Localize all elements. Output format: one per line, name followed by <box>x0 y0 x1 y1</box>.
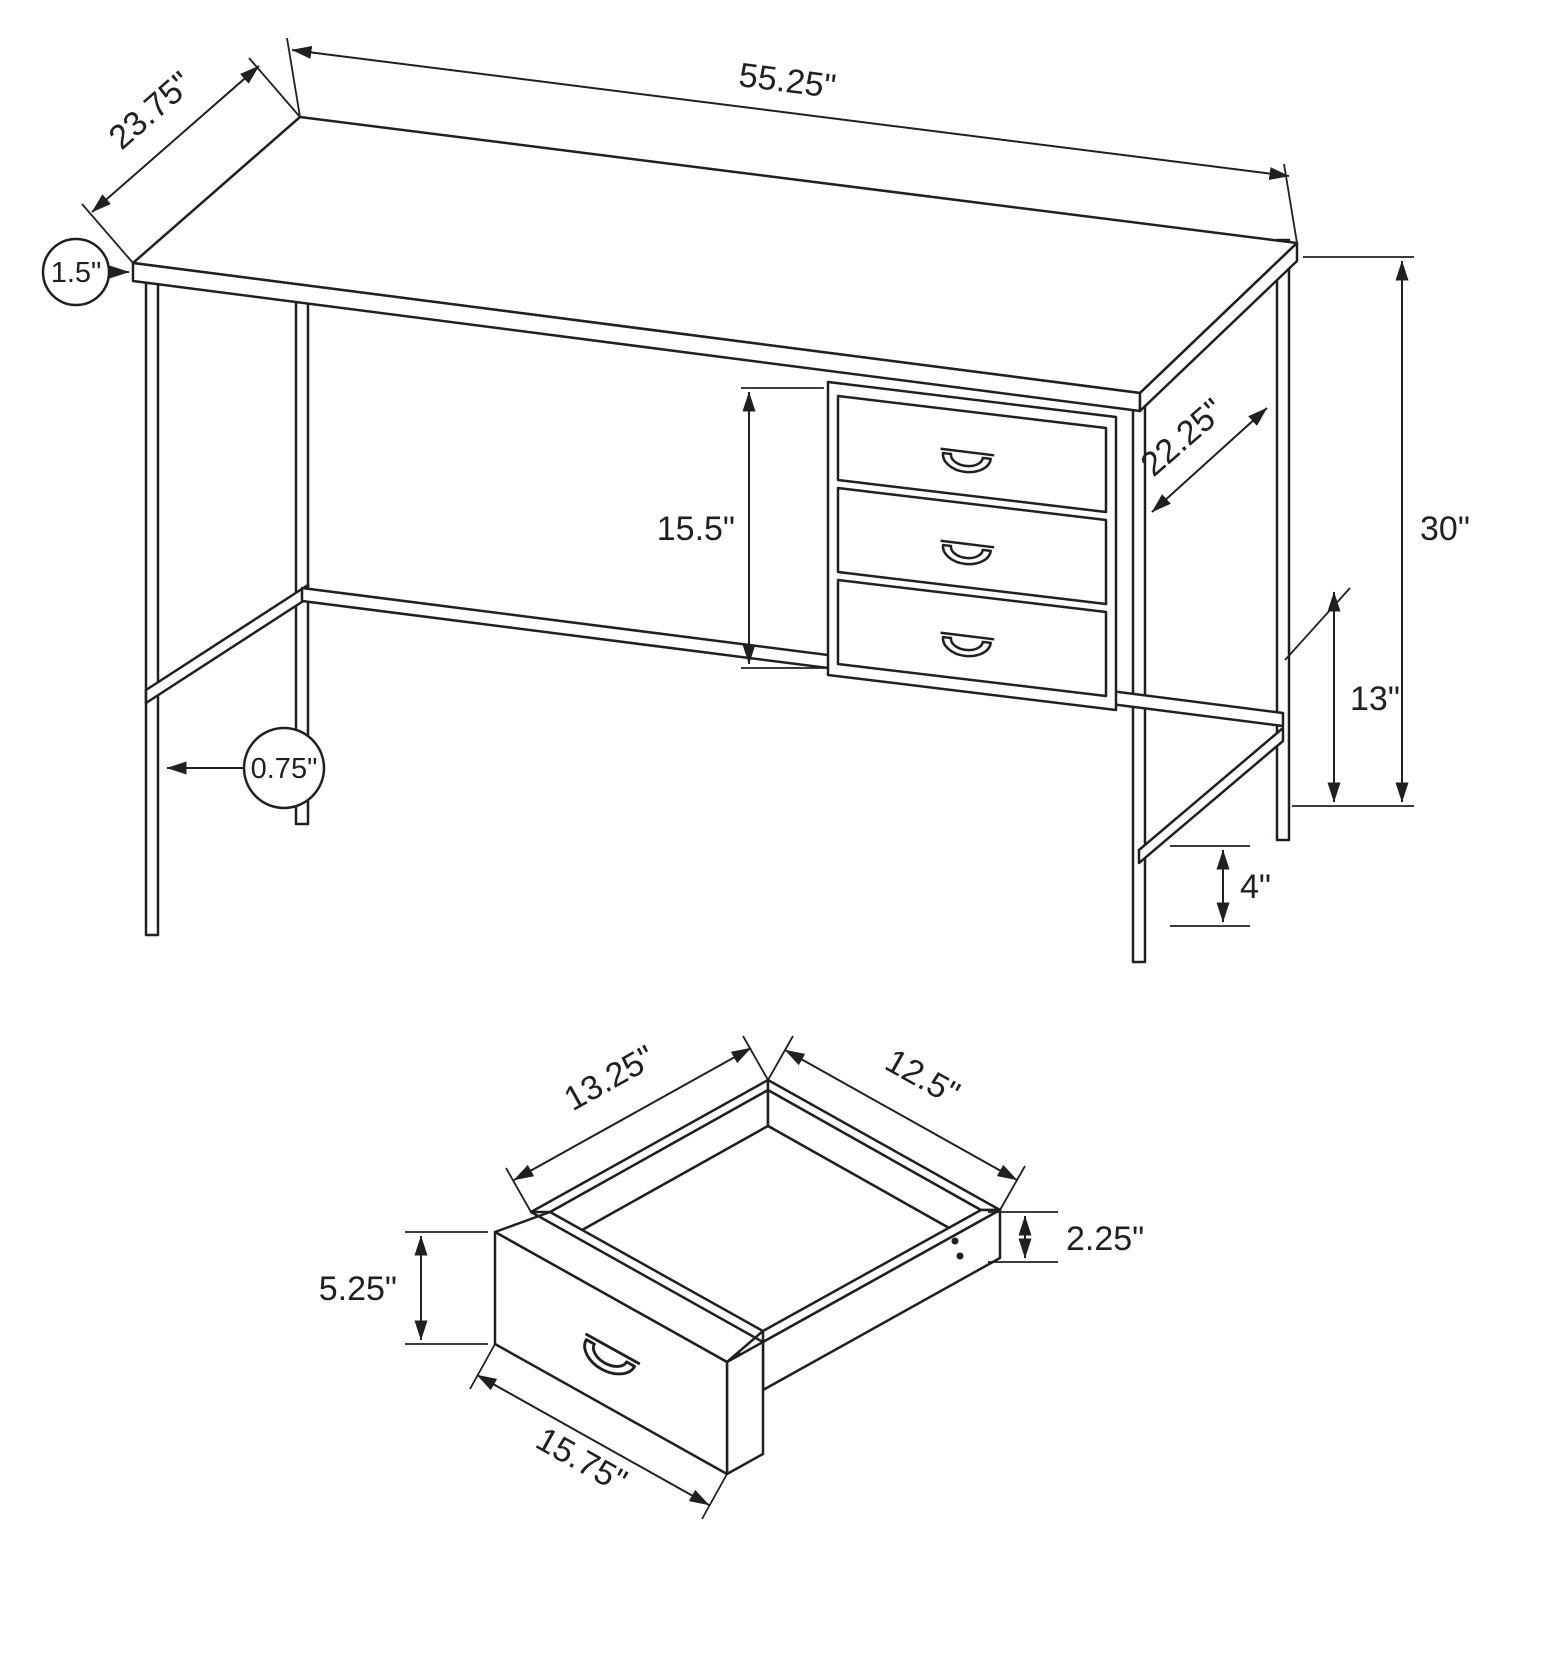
drawer-box <box>493 1078 1002 1476</box>
dim-box-height: 2.25" <box>988 1211 1144 1263</box>
drawer-drawing: 13.25" 12.5" 5.25" 2.25" <box>319 1035 1144 1520</box>
dim-label-top-depth: 23.75" <box>102 64 200 157</box>
dim-front-height: 5.25" <box>319 1231 488 1345</box>
dim-label-top-thickness: 1.5" <box>51 257 102 289</box>
cup-handle-icon <box>940 539 995 566</box>
cup-handle-icon <box>940 447 995 474</box>
dim-overall-height: 30" <box>1292 256 1470 807</box>
dim-label-drawer-depth: 22.25" <box>1134 391 1232 483</box>
drawer-front-panel-end <box>725 1340 765 1476</box>
dim-label-top-length: 55.25" <box>737 56 838 106</box>
dim-label-drawer-stack-height: 15.5" <box>657 510 735 548</box>
drawer-bank <box>826 380 1118 712</box>
panel-joint-line <box>530 1210 764 1344</box>
dim-label-shelf-height: 13" <box>1350 680 1400 718</box>
desk-drawing: 55.25" 23.75" 1.5" 15.5" 22 <box>41 37 1470 964</box>
left-side-rail <box>144 583 310 705</box>
dim-label-box-height: 2.25" <box>1066 1220 1144 1258</box>
desk-top-right-edge <box>1138 241 1299 413</box>
dim-label-overall-height: 30" <box>1420 510 1470 548</box>
callout-circle <box>242 726 326 810</box>
dim-drawer-stack-height: 15.5" <box>657 387 824 669</box>
drawer-front-3 <box>836 578 1108 698</box>
dim-label-front-width: 15.75" <box>530 1420 633 1501</box>
dim-label-base-clearance: 4" <box>1240 868 1271 906</box>
right-shelf-rail <box>1137 726 1285 865</box>
dim-label-frame-tube: 0.75" <box>251 753 318 785</box>
left-front-leg <box>144 281 160 937</box>
right-rear-leg <box>1275 238 1291 842</box>
right-front-leg <box>1131 398 1147 964</box>
screw-dot <box>951 1237 959 1245</box>
dim-shelf-height: 13" <box>1284 587 1400 803</box>
desk-top <box>131 115 1299 413</box>
dim-base-clearance: 4" <box>1170 845 1271 927</box>
dim-drawer-depth: 22.25" <box>1134 391 1268 513</box>
callout-circle <box>41 237 111 307</box>
cup-handle-icon <box>940 631 995 658</box>
dim-label-inner-width: 12.5" <box>879 1042 966 1113</box>
drawer-front-1 <box>836 394 1108 514</box>
cup-handle-icon <box>583 1332 641 1376</box>
screw-dot <box>956 1252 964 1260</box>
drawer-front-2 <box>836 486 1108 606</box>
callout-frame-tube: 0.75" <box>166 726 326 810</box>
dim-label-front-height: 5.25" <box>319 1270 397 1308</box>
callout-top-thickness: 1.5" <box>41 237 130 307</box>
